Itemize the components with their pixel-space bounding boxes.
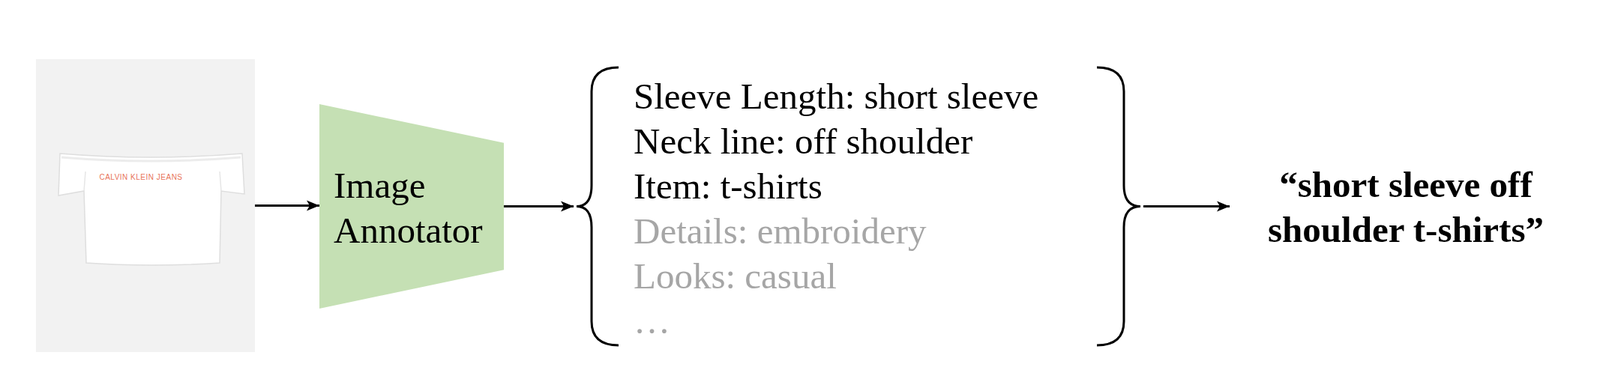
output-caption: “short sleeve off shoulder t-shirts”	[1229, 162, 1583, 256]
right-brace	[1096, 67, 1141, 346]
trapezoid-outline	[319, 104, 504, 309]
attribute-line: Neck line: off shoulder	[633, 119, 973, 165]
trapezoid-shape	[319, 104, 504, 309]
t-shirt	[58, 153, 245, 266]
arrow-connector	[503, 205, 574, 208]
attribute-line: Item: t-shirts	[633, 164, 823, 210]
attribute-line-muted: Details: embroidery	[633, 209, 927, 255]
photo-panel: CALVIN KLEIN JEANS	[35, 59, 255, 353]
annotator-label: Image Annotator	[333, 163, 495, 254]
attribute-line-muted: Looks: casual	[633, 254, 837, 300]
attribute-line-muted: …	[633, 299, 671, 345]
t-shirt-neckband	[61, 157, 241, 162]
t-shirt-seam	[83, 171, 222, 192]
attribute-group: Sleeve Length: short sleeveNeck line: of…	[573, 65, 1144, 348]
arrow-connector	[254, 204, 320, 207]
brand-logo: CALVIN KLEIN JEANS	[98, 173, 183, 183]
attribute-line: Sleeve Length: short sleeve	[633, 74, 1039, 120]
left-brace	[576, 67, 619, 346]
product-photo	[35, 59, 255, 353]
annotator-trapezoid: Image Annotator	[319, 104, 504, 309]
arrow-connector	[1143, 205, 1230, 208]
photo-background	[35, 59, 255, 353]
output-text: “short sleeve off shoulder t-shirts”	[1229, 162, 1583, 253]
